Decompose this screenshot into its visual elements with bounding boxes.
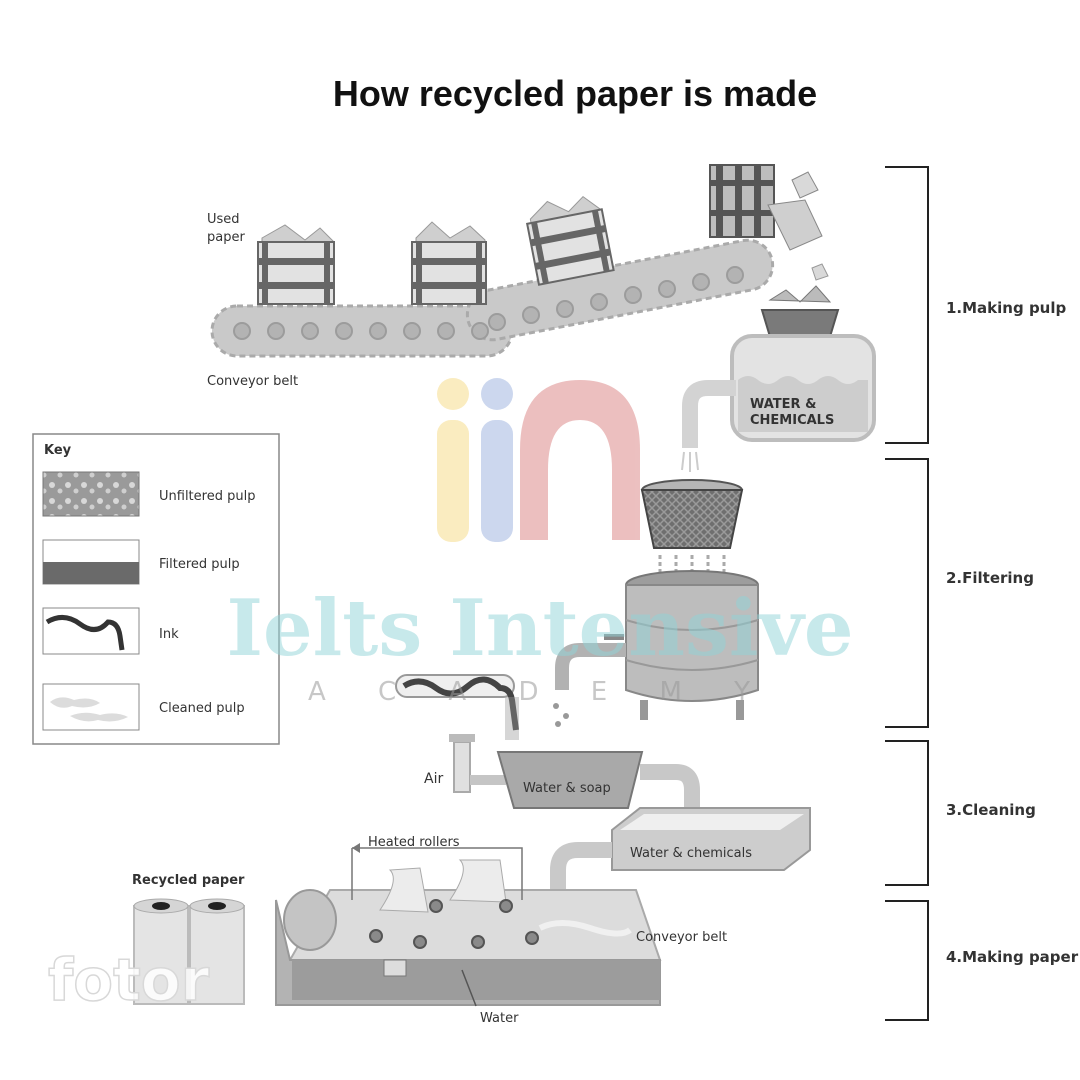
used-paper-label-2: paper [207,230,245,245]
filter-basket [640,479,744,576]
ink-pipe [395,674,519,740]
used-paper-label: Used [207,212,240,227]
box-outlet-pipe [550,842,612,895]
trough-pipe [640,764,700,810]
air-label: Air [424,771,443,787]
heated-rollers-arrow [351,843,523,900]
filter-drum [553,570,759,727]
key-swatch-ink [45,615,125,651]
stage-label-making-paper: 4.Making paper [946,948,1079,966]
key-label-unfiltered: Unfiltered pulp [159,489,255,504]
key-title: Key [44,443,72,458]
stage-label-filtering: 2.Filtering [946,569,1034,587]
key-box: Key Unfiltered pulp Filtered pulp Ink Cl… [32,433,280,745]
water-soap-label: Water & soap [523,781,611,796]
water-label: Water [480,1011,519,1026]
tank-outlet-pipe [681,380,736,472]
stage-label-making-pulp: 1.Making pulp [946,299,1066,317]
key-swatch-unfiltered [42,471,140,517]
academy-name-watermark: Ielts Intensive [227,583,854,674]
recycled-paper-label: Recycled paper [132,873,245,888]
water-soap-trough [496,751,644,809]
key-swatch-filtered [43,562,139,584]
crate-tipping [709,164,829,281]
stage-label-cleaning: 3.Cleaning [946,801,1036,819]
conveyor-belt-bottom-label: Conveyor belt [636,930,727,945]
crate-1 [257,224,335,305]
air-pump [449,734,506,793]
academy-sub-watermark: A C A D E M Y [308,677,772,707]
crate-2 [411,221,487,305]
top-conveyor-belt [210,238,775,358]
fotor-watermark: fotor [48,946,210,1014]
water-and-chemicals-label: Water & chemicals [630,846,752,861]
key-label-filtered: Filtered pulp [159,557,240,572]
conveyor-belt-top-label: Conveyor belt [207,374,298,389]
academy-logo-watermark [437,378,640,542]
stage-brackets [885,166,929,1021]
water-chemicals-label: WATER & [750,397,816,412]
crate-3 [525,195,615,286]
water-chemicals-tank [730,334,876,442]
diagram-title: How recycled paper is made [333,73,817,114]
water-chemicals-box [611,807,811,871]
paper-machine [275,859,662,1006]
water-pointer [461,969,477,1007]
key-label-cleaned: Cleaned pulp [159,701,245,716]
key-label-ink: Ink [159,627,179,642]
water-chemicals-label-2: CHEMICALS [750,413,834,428]
key-swatch-cleaned [50,697,128,722]
recycled-paper-rolls [133,898,245,1005]
heated-rollers-label: Heated rollers [368,835,460,850]
